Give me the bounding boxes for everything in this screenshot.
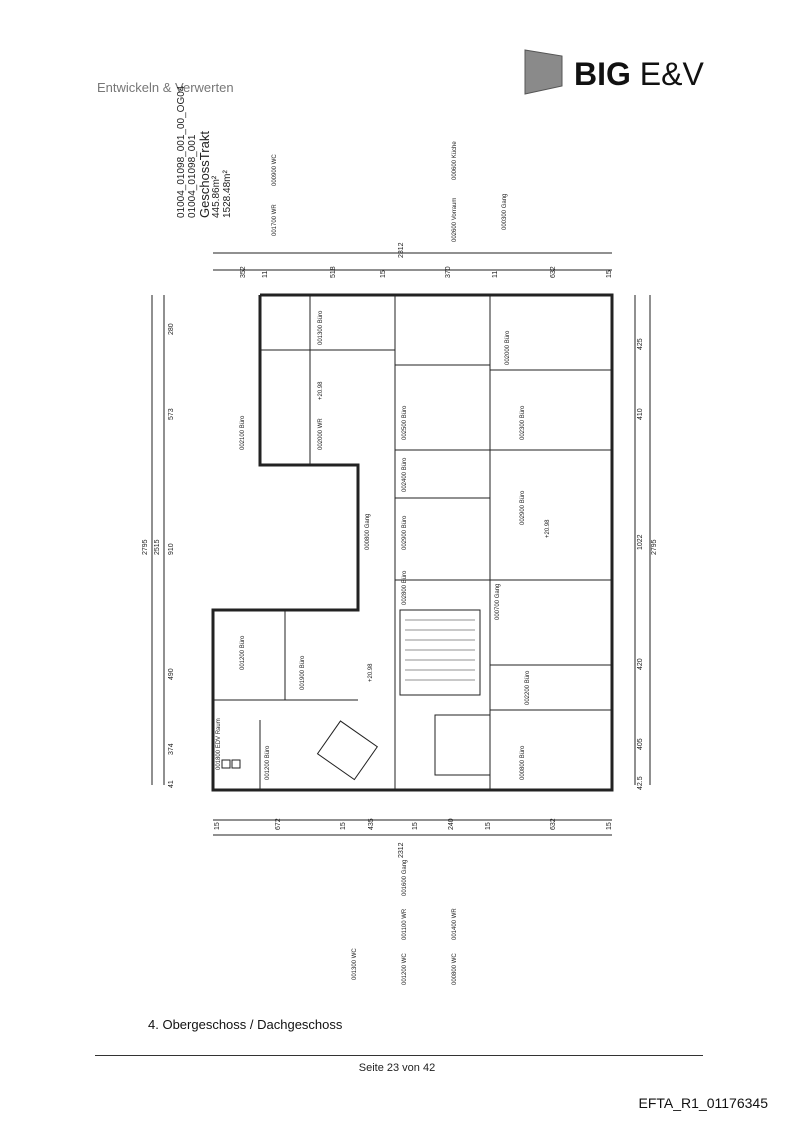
- dimension-label: 41: [168, 780, 175, 788]
- logo-text-bold: BIG: [574, 56, 631, 92]
- floor-plan-drawing: [151, 252, 651, 836]
- room-label: 001100 WR: [402, 908, 408, 940]
- header-tagline: Entwickeln & Verwerten: [97, 80, 234, 95]
- dimension-label: 15: [412, 822, 419, 830]
- room-label: 002000 Büro: [505, 330, 511, 365]
- plan-total-area: 1528.48m²: [222, 170, 233, 218]
- room-label: 002500 Büro: [402, 405, 408, 440]
- dimension-label: 240: [448, 818, 455, 830]
- dimension-label: 632: [550, 818, 557, 830]
- logo-text-regular: E&V: [639, 56, 704, 92]
- dimension-label: 280: [168, 323, 175, 335]
- dimension-label: 1022: [637, 534, 644, 550]
- big-ev-logo: BIG E&V: [522, 46, 762, 98]
- plan-caption: 4. Obergeschoss / Dachgeschoss: [148, 1017, 343, 1032]
- room-label: 001200 WC: [402, 953, 408, 985]
- room-label: 002600 Vorraum: [452, 197, 458, 242]
- room-label: 000700 Gang: [495, 583, 501, 620]
- dimension-label: 518: [330, 266, 337, 278]
- room-label: 001900 Büro: [300, 655, 306, 690]
- room-label: 002900 Büro: [402, 515, 408, 550]
- room-label: 002900 Büro: [520, 490, 526, 525]
- dimension-label: 435: [368, 818, 375, 830]
- room-label: 001300 WC: [352, 948, 358, 980]
- room-label: 001200 Büro: [265, 745, 271, 780]
- room-label: 001600 Gang: [402, 859, 408, 896]
- floor-plan: 01004_01098_001_00_OG04 01004_01098_001 …: [140, 86, 660, 1000]
- dimension-label: 42.5: [637, 776, 644, 790]
- room-label: 000600 Küche: [452, 141, 458, 180]
- room-label: 000800 Büro: [520, 745, 526, 780]
- dimension-label: 15: [606, 822, 613, 830]
- plan-id: 01004_01098_001_00_OG04: [176, 85, 187, 218]
- room-label: 001800 EDV Raum: [216, 718, 222, 770]
- room-label: 001400 WR: [452, 908, 458, 940]
- dimension-label: 425: [637, 338, 644, 350]
- dimension-label: 2312: [398, 242, 405, 258]
- dimension-label: 370: [445, 266, 452, 278]
- dimension-label: 420: [637, 658, 644, 670]
- room-label: 001200 Büro: [240, 635, 246, 670]
- dimension-label: 15: [485, 822, 492, 830]
- room-label: 002800 Büro: [402, 570, 408, 605]
- dimension-label: 15: [340, 822, 347, 830]
- room-label: 002200 Büro: [525, 670, 531, 705]
- room-label: 000800 WC: [452, 953, 458, 985]
- dimension-label: 410: [637, 408, 644, 420]
- room-label: 002000 WR: [318, 418, 324, 450]
- dimension-label: 374: [168, 743, 175, 755]
- room-label: 002300 Büro: [520, 405, 526, 440]
- dimension-label: 490: [168, 668, 175, 680]
- dimension-label: 352: [240, 266, 247, 278]
- dimension-label: 2515: [154, 539, 161, 555]
- document-id: EFTA_R1_01176345: [638, 1095, 768, 1111]
- room-label: 000300 Gang: [502, 193, 508, 230]
- dimension-label: 2795: [142, 539, 149, 555]
- dimension-label: 573: [168, 408, 175, 420]
- dimension-label: 2312: [398, 842, 405, 858]
- level-marker: +20.98: [545, 519, 551, 538]
- logo-mark-icon: [524, 49, 563, 95]
- plan-area: 445.86m²: [211, 175, 222, 218]
- dimension-label: 15: [214, 822, 221, 830]
- room-label: 000800 Gang: [365, 513, 371, 550]
- room-label: 002100 Büro: [240, 415, 246, 450]
- dimension-label: 11: [492, 270, 499, 278]
- dimension-label: 15: [380, 270, 387, 278]
- room-label: 001300 Büro: [318, 310, 324, 345]
- dimension-label: 11: [262, 270, 269, 278]
- dimension-label: 672: [275, 818, 282, 830]
- level-marker: +20.98: [368, 663, 374, 682]
- dimension-label: 910: [168, 543, 175, 555]
- dimension-label: 632: [550, 266, 557, 278]
- plan-name: GeschossTrakt: [197, 131, 212, 218]
- room-label: 002400 Büro: [402, 457, 408, 492]
- room-label: 001700 WR: [272, 204, 278, 236]
- room-label: 000900 WC: [272, 154, 278, 186]
- dimension-label: 15: [606, 270, 613, 278]
- dimension-label: 2795: [651, 539, 658, 555]
- page-number: Seite 23 von 42: [358, 1062, 436, 1074]
- level-marker: +20.98: [318, 381, 324, 400]
- footer-divider: [95, 1055, 703, 1056]
- plan-title-block: 01004_01098_001_00_OG04 01004_01098_001 …: [176, 86, 233, 218]
- dimension-label: 405: [637, 738, 644, 750]
